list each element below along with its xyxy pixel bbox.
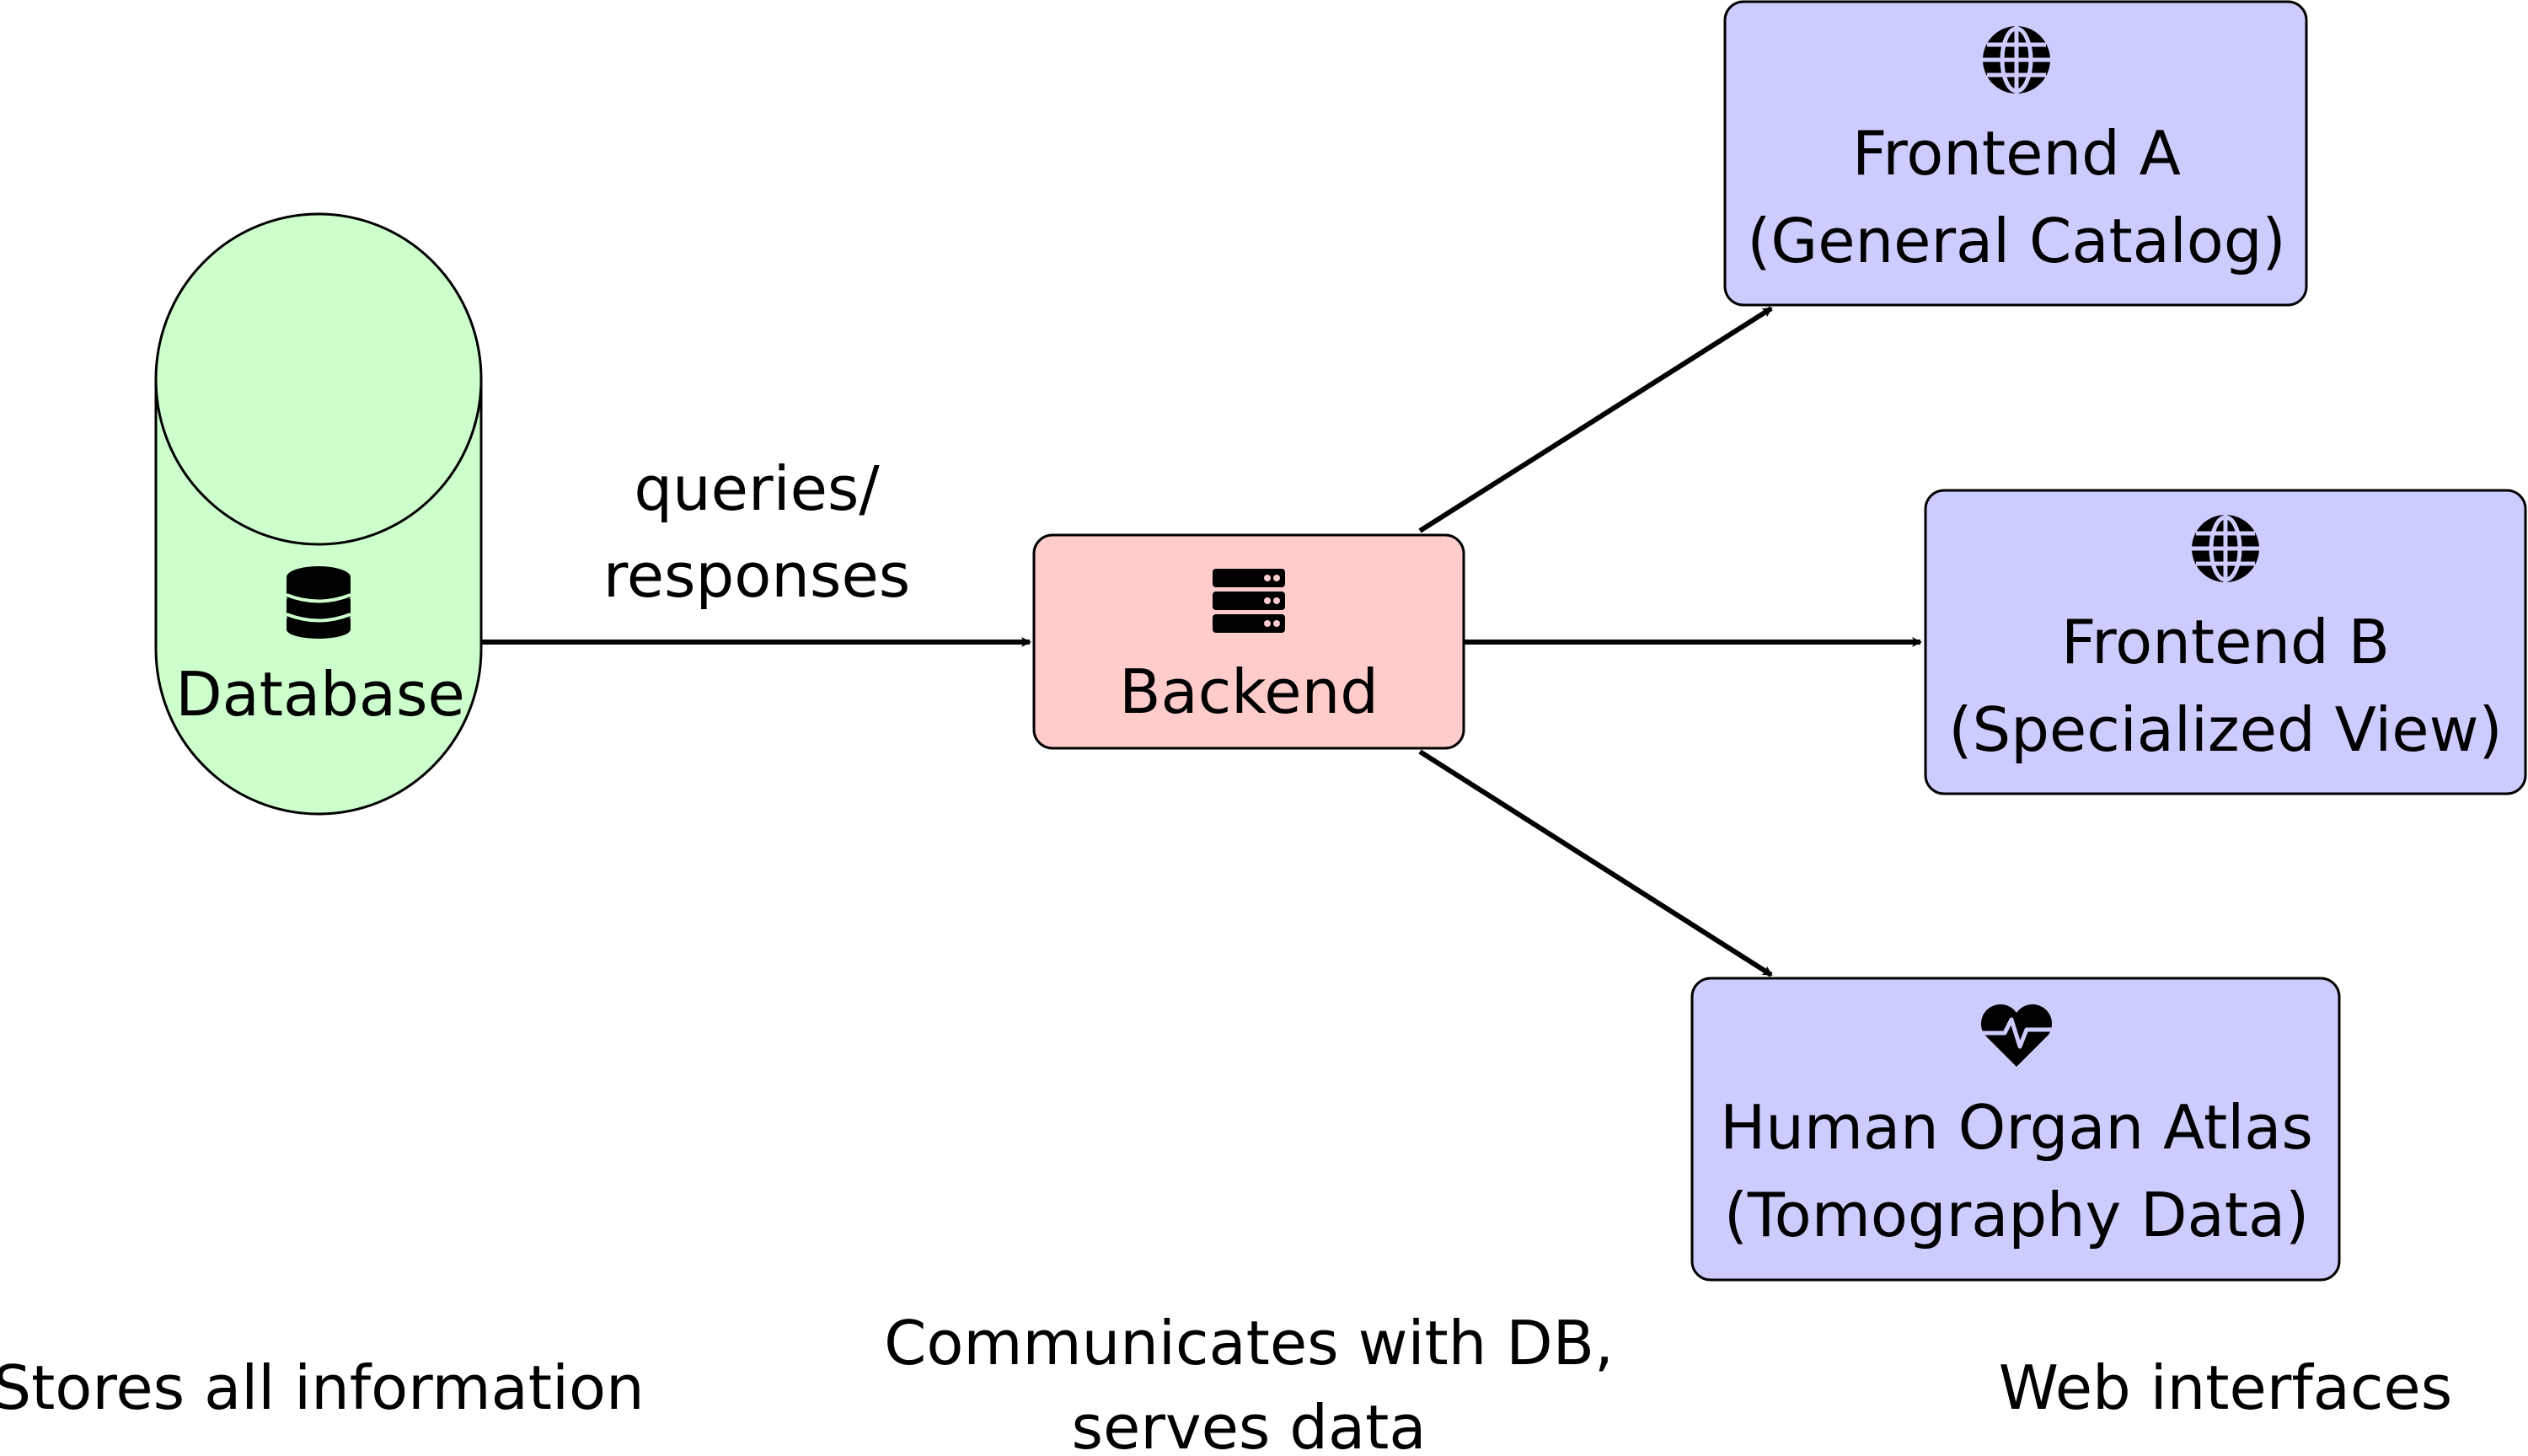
- backend-label: Backend: [1119, 656, 1379, 727]
- frontend-b-box: [1924, 489, 2527, 795]
- frontend-a-subtitle: (General Catalog): [1747, 206, 2285, 276]
- frontend-a-node: Frontend A (General Catalog): [1723, 0, 2308, 307]
- backend-node: Backend: [1032, 533, 1465, 750]
- database-label: Database: [175, 659, 465, 730]
- edge-backend-frontend-a: [1418, 306, 1773, 533]
- atlas-box: [1690, 977, 2341, 1282]
- caption-backend-line2: serves data: [1072, 1392, 1427, 1456]
- database-node: Database: [154, 212, 483, 816]
- frontend-a-box: [1723, 0, 2308, 307]
- edge-database-backend-label-line1: queries/: [634, 453, 880, 524]
- frontend-b-subtitle: (Specialized View): [1948, 694, 2502, 765]
- globe-icon: [1983, 26, 2050, 94]
- database-cylinder-top: [154, 212, 483, 546]
- edge-backend-atlas: [1418, 749, 1773, 977]
- server-icon: [1213, 569, 1285, 633]
- heart-pulse-icon: [1980, 1004, 2053, 1067]
- frontend-b-node: Frontend B (Specialized View): [1924, 489, 2527, 795]
- atlas-title: Human Organ Atlas: [1720, 1092, 2313, 1163]
- caption-frontends: Web interfaces: [1999, 1352, 2453, 1423]
- atlas-node: Human Organ Atlas (Tomography Data): [1690, 977, 2341, 1282]
- frontend-b-title: Frontend B: [2061, 607, 2390, 677]
- database-icon: [286, 566, 351, 639]
- edge-database-backend-label-line2: responses: [603, 540, 911, 611]
- frontend-a-title: Frontend A: [1852, 118, 2181, 189]
- caption-backend-line1: Communicates with DB,: [884, 1308, 1614, 1378]
- atlas-subtitle: (Tomography Data): [1724, 1180, 2309, 1250]
- caption-database: Stores all information: [0, 1352, 645, 1423]
- globe-icon: [2192, 515, 2259, 582]
